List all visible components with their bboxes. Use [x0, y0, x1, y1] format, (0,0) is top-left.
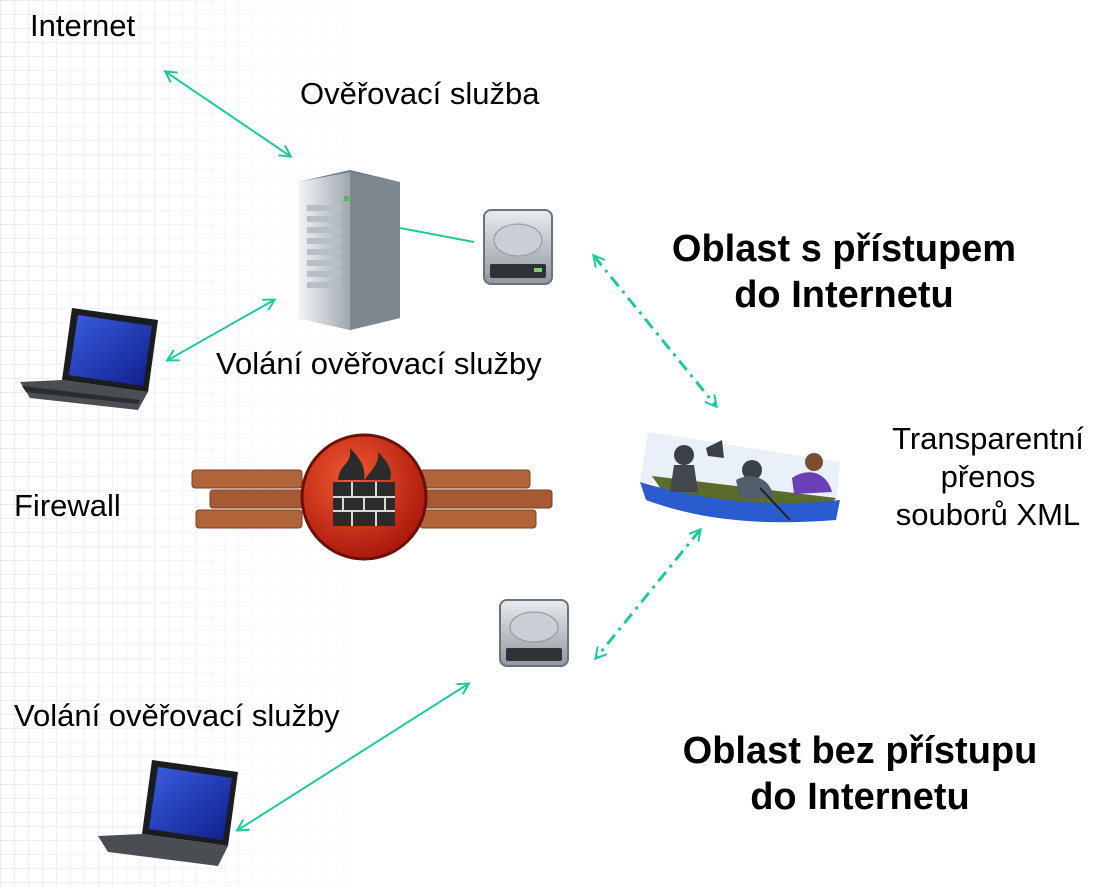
transfer-caption: Transparentní přenos souborů XML	[868, 420, 1108, 534]
connector-server-drive	[399, 227, 475, 243]
rowing-boat-icon	[640, 432, 840, 523]
arrow-boat-drive-bottom	[596, 530, 700, 658]
zone-offline-title: Oblast bez přístupu do Internetu	[650, 728, 1070, 820]
transfer-line3: souborů XML	[895, 497, 1081, 532]
zone-internet-title: Oblast s přístupem do Internetu	[634, 226, 1054, 318]
transfer-line1: Transparentní	[892, 421, 1084, 456]
firewall-icon	[191, 433, 553, 561]
arrow-laptop-server	[168, 300, 274, 360]
label-internet: Internet	[30, 8, 136, 43]
label-firewall: Firewall	[14, 488, 121, 523]
laptop-icon-top	[20, 308, 158, 410]
hard-drive-icon-bottom	[499, 599, 569, 667]
transfer-line2: přenos	[940, 459, 1036, 494]
label-call-service-bottom: Volání ověřovací služby	[14, 698, 340, 733]
zone-internet-line2: do Internetu	[734, 274, 954, 316]
hard-drive-icon-top	[483, 209, 553, 285]
server-icon	[298, 170, 400, 330]
laptop-icon-bottom	[98, 760, 238, 866]
arrow-internet-server	[166, 72, 290, 156]
zone-internet-line1: Oblast s přístupem	[671, 228, 1017, 270]
arrow-drive-boat-top	[594, 256, 716, 406]
zone-offline-line2: do Internetu	[750, 776, 970, 818]
zone-offline-line1: Oblast bez přístupu	[682, 730, 1038, 772]
label-auth-service: Ověřovací služba	[300, 76, 540, 111]
label-call-service-top: Volání ověřovací služby	[216, 346, 542, 381]
arrow-laptop-drive-bottom	[238, 684, 468, 830]
